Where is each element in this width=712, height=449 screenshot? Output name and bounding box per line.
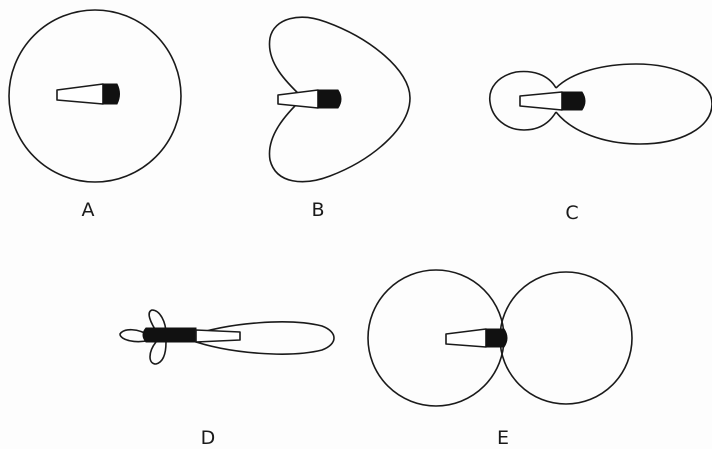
pattern-b-microphone-icon bbox=[277, 89, 342, 109]
pattern-d-label: D bbox=[201, 427, 216, 449]
pattern-d: D bbox=[119, 309, 335, 449]
pattern-e-microphone-icon bbox=[445, 328, 508, 348]
pattern-d-side-lobe-upper bbox=[148, 309, 167, 335]
pattern-e-right-lobe bbox=[499, 271, 633, 405]
pattern-a-circle bbox=[8, 9, 182, 183]
pattern-c-label: C bbox=[565, 202, 578, 224]
pattern-d-main-lobe bbox=[189, 321, 335, 355]
pattern-d-microphone-icon bbox=[142, 327, 241, 343]
pattern-b: B bbox=[268, 16, 411, 221]
pattern-d-side-lobe-lower bbox=[149, 341, 167, 365]
pattern-e: E bbox=[367, 269, 633, 449]
pattern-b-cardioid bbox=[268, 16, 411, 183]
pattern-b-label: B bbox=[311, 199, 324, 221]
pattern-a-label: A bbox=[82, 199, 95, 221]
pattern-a: A bbox=[8, 9, 182, 221]
pattern-d-rear-lobe bbox=[119, 328, 151, 343]
pattern-c-rear-lobe bbox=[489, 70, 557, 131]
pattern-c-microphone-icon bbox=[519, 91, 586, 111]
pattern-e-label: E bbox=[497, 427, 509, 449]
pattern-a-microphone-icon bbox=[56, 83, 120, 105]
pattern-c: C bbox=[489, 63, 712, 224]
